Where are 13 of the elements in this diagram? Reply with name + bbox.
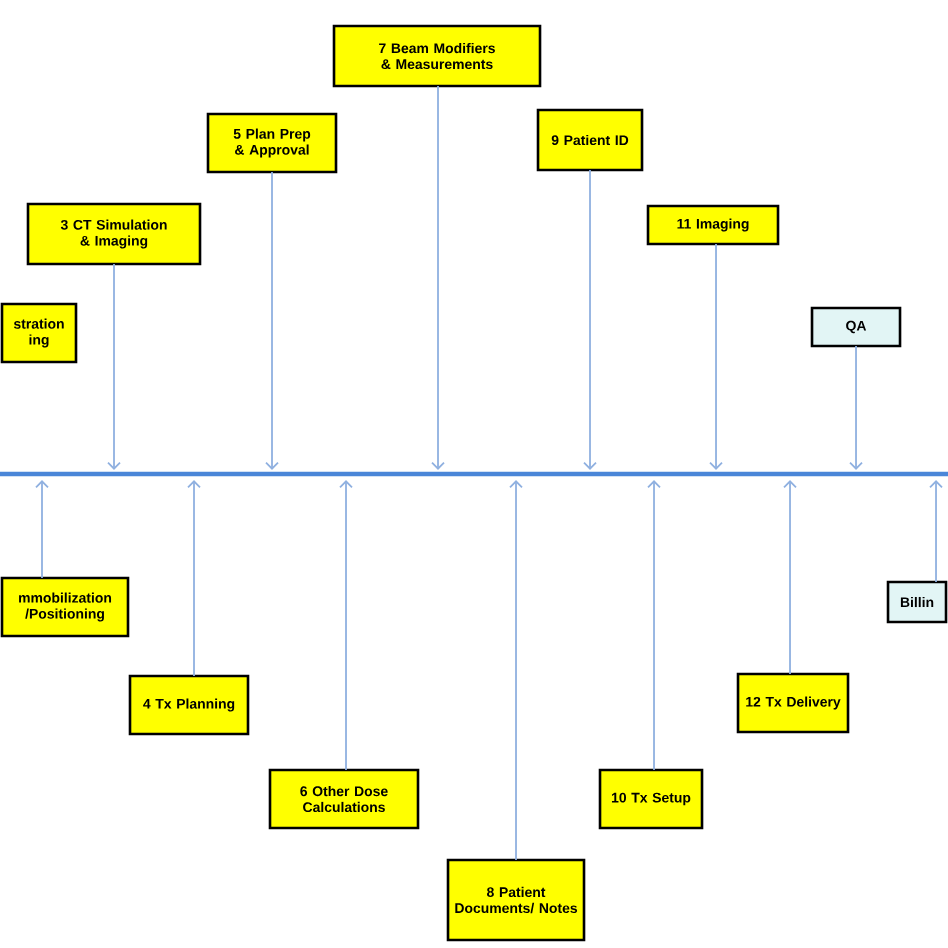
arrow [709,243,723,470]
arrow [509,480,523,861]
arrow [265,171,279,470]
arrow [647,480,661,771]
arrow [583,169,597,470]
arrow [783,480,797,675]
arrow [929,480,943,583]
arrow [339,480,353,771]
arrow [187,480,201,677]
arrow [849,345,863,470]
arrow [35,480,49,579]
arrow [107,263,121,470]
arrow [431,85,445,470]
